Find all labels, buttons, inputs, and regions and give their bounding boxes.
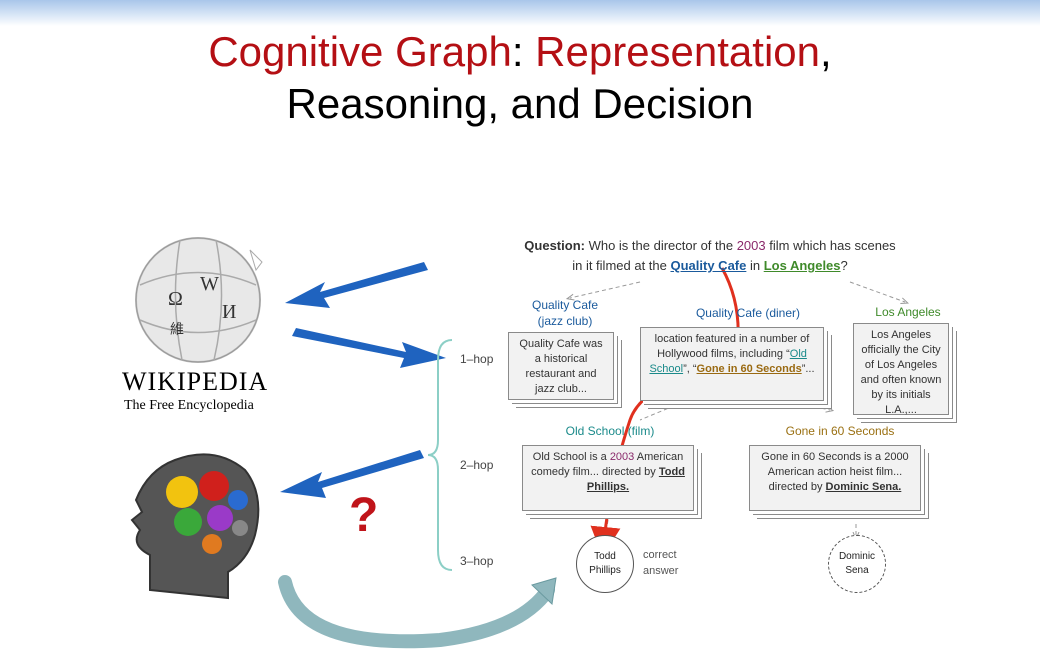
head-gears-icon	[130, 453, 260, 600]
question-part: Who is the director of the	[584, 238, 737, 253]
link-old-school[interactable]: Old School	[649, 348, 807, 375]
director-todd-phillips: Todd Phillips.	[586, 466, 685, 493]
card-text: Los Angeles officially the City of Los A…	[860, 329, 942, 416]
title-cognitive-graph: Cognitive Graph	[208, 28, 512, 75]
node-title-quality-cafe-diner: Quality Cafe (diner)	[695, 306, 801, 320]
card-year: 2003	[609, 451, 635, 463]
question-part: ?	[840, 258, 848, 273]
director-dominic-sena: Dominic Sena.	[825, 481, 902, 493]
node-title-old-school: Old School (film)	[565, 424, 655, 438]
question-year: 2003	[736, 238, 766, 253]
svg-text:И: И	[222, 301, 236, 323]
question-part: in it filmed at the	[572, 258, 671, 273]
entity-los-angeles[interactable]: Los Angeles	[763, 258, 841, 273]
node-line: Phillips	[589, 565, 621, 576]
correct-answer-label: correct answer	[643, 547, 678, 579]
title-line-1: Cognitive Graph: Representation,	[0, 26, 1040, 78]
node-title-los-angeles: Los Angeles	[875, 305, 941, 319]
hop-label-2: 2–hop	[460, 458, 494, 472]
svg-text:維: 維	[170, 322, 184, 338]
top-gradient-bar	[0, 0, 1040, 26]
curved-feedback-arrow	[278, 575, 555, 649]
node-title-line: Quality Cafe	[531, 298, 599, 312]
question-mark: ?	[349, 489, 379, 542]
card-quality-cafe-diner: location featured in a number of Hollywo…	[640, 327, 824, 401]
entity-quality-cafe[interactable]: Quality Cafe	[670, 258, 747, 273]
card-text: Quality Cafe was a historical restaurant…	[519, 338, 603, 395]
svg-text:Ω: Ω	[168, 288, 183, 310]
hop-bracket	[427, 339, 453, 571]
card-quality-cafe-jazz: Quality Cafe was a historical restaurant…	[508, 332, 614, 400]
hop-label-1: 1–hop	[460, 352, 494, 366]
wikipedia-wordmark: WIKIPEDIA	[122, 367, 269, 396]
title-colon: :	[511, 28, 536, 75]
answer-line: correct	[643, 549, 677, 561]
node-title-quality-cafe-jazz: Quality Cafe (jazz club)	[510, 297, 620, 329]
node-line: Sena	[845, 565, 869, 576]
answer-line: answer	[643, 565, 679, 577]
card-text: Old School is a	[532, 451, 610, 463]
question-text: Question: Who is the director of the 200…	[490, 236, 930, 276]
blue-arrows	[280, 262, 446, 498]
title-comma: ,	[820, 28, 832, 75]
wikipedia-tagline: The Free Encyclopedia	[124, 398, 254, 413]
node-line: Todd	[594, 551, 616, 562]
card-gone-in-60-seconds: Gone in 60 Seconds is a 2000 American ac…	[749, 445, 921, 511]
card-text: ”, “	[683, 363, 697, 375]
title-representation: Representation	[535, 28, 821, 75]
card-text: ”...	[801, 363, 815, 375]
card-text: Gone in 60 Seconds is a 2000 American ac…	[761, 451, 909, 493]
svg-text:W: W	[200, 273, 219, 295]
card-text: location featured in a number of Hollywo…	[654, 333, 810, 360]
question-label: Question:	[524, 238, 585, 253]
node-title-gone-in-60-seconds: Gone in 60 Seconds	[785, 424, 895, 438]
link-gone-in-60-seconds[interactable]: Gone in 60 Seconds	[696, 363, 802, 375]
wikipedia-globe-icon: Ω W И 維	[135, 237, 263, 363]
card-text: American comedy film... directed by	[531, 451, 684, 478]
card-los-angeles: Los Angeles officially the City of Los A…	[853, 323, 949, 416]
question-part: film which has scenes	[765, 238, 896, 253]
hop-label-3: 3–hop	[460, 554, 494, 568]
node-title-line: (jazz club)	[537, 314, 593, 328]
title-line-2: Reasoning, and Decision	[286, 80, 754, 127]
node-line: Dominic	[838, 551, 876, 562]
card-old-school: Old School is a 2003 American comedy fil…	[522, 445, 694, 511]
slide-title: Cognitive Graph: Representation, Reasoni…	[0, 26, 1040, 130]
question-part: in	[746, 258, 764, 273]
